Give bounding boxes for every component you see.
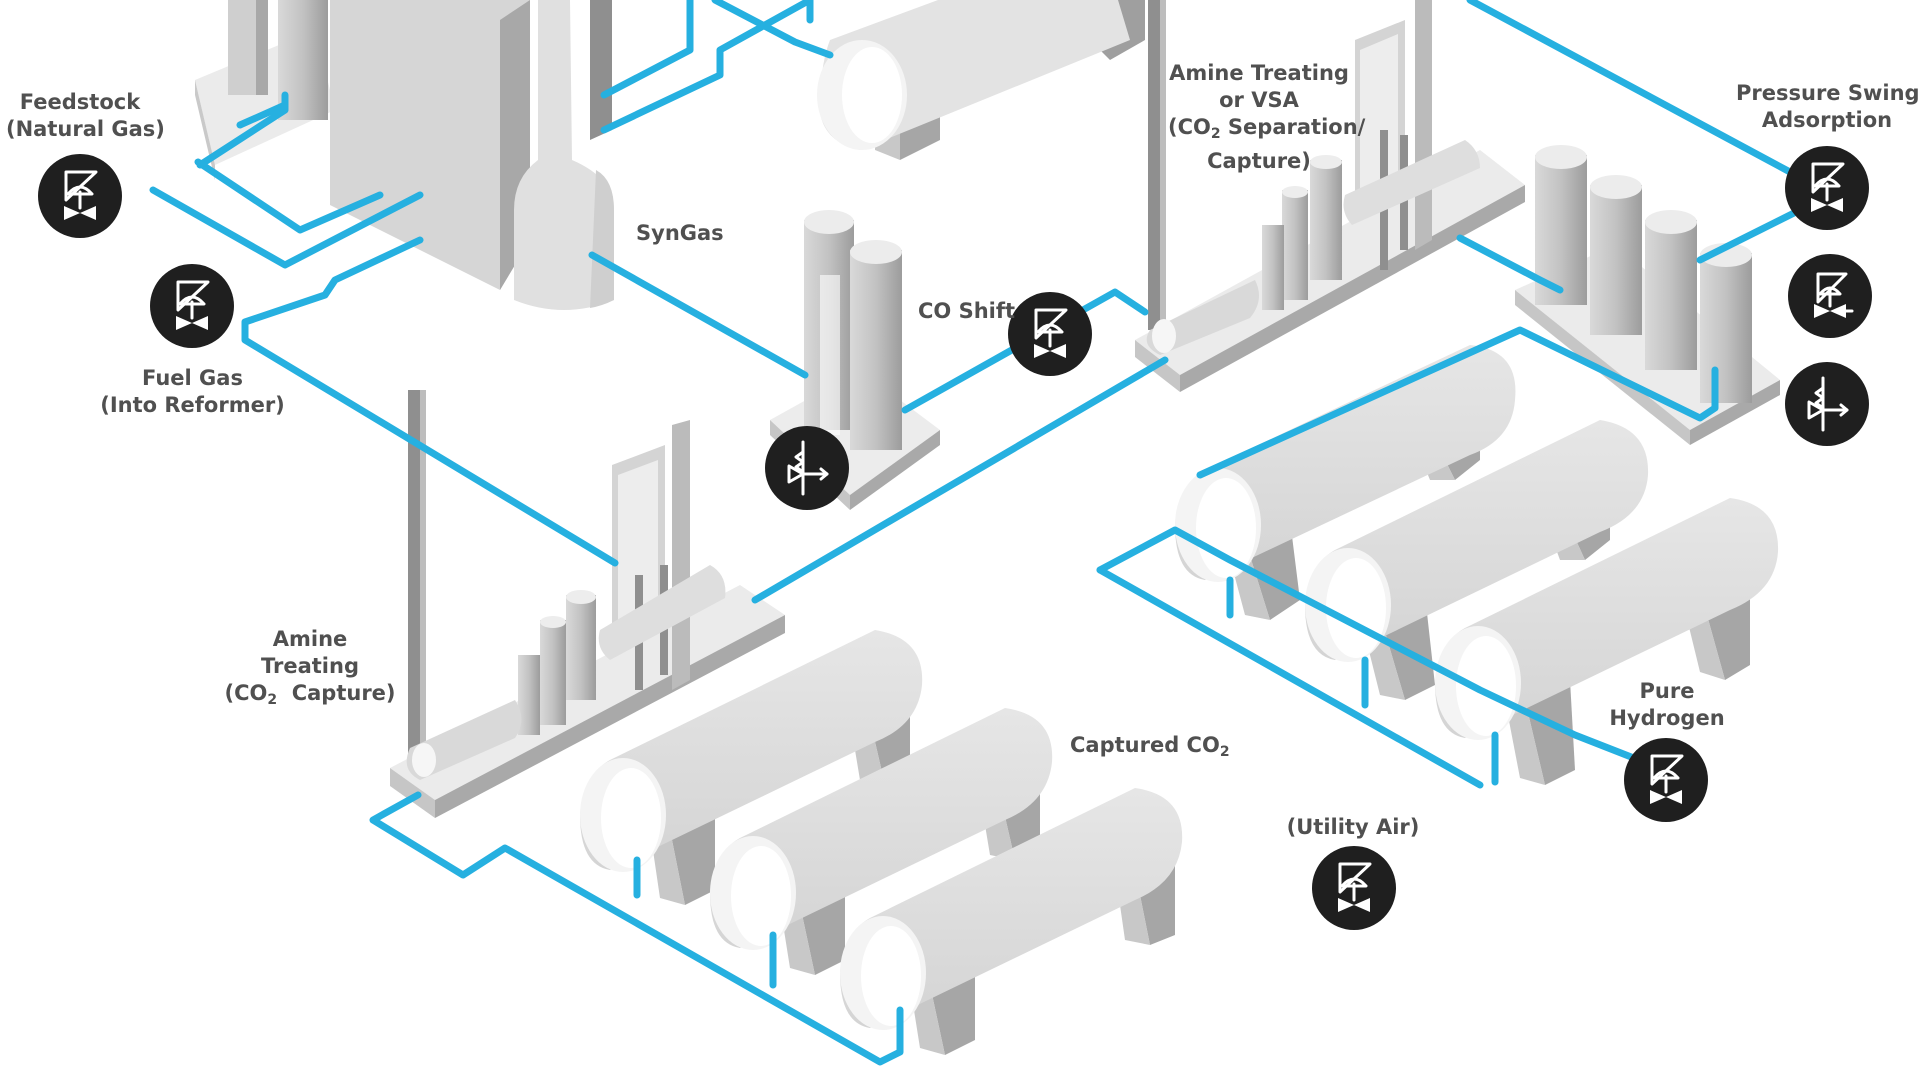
label-amine-vsa-line3: (CO2 Separation/	[1168, 114, 1365, 148]
captured-co2-prefix: Captured CO	[1070, 733, 1220, 757]
label-amine-vsa-line1: Amine Treating	[1169, 61, 1349, 85]
feedstock-skid	[195, 0, 335, 180]
pipe-top-left-2	[600, 0, 694, 99]
psa-regulator-valve-pressure-regulator-icon	[1788, 254, 1872, 338]
pipe-co2-header	[369, 791, 904, 1066]
pipe-psa-link	[1696, 206, 1804, 264]
co2-tank-1	[580, 630, 923, 905]
piping-network	[149, 0, 1804, 1066]
pipe-amine-vsa-to-psa	[1456, 234, 1564, 294]
label-amine-vsa: Amine Treating or VSA (CO2 Separation/ C…	[1168, 60, 1365, 175]
label-psa: Pressure Swing Adsorption	[1736, 80, 1920, 134]
pipe-syngas	[588, 251, 809, 379]
label-syngas: SynGas	[636, 220, 724, 247]
label-amine-vsa-line2: or VSA	[1219, 88, 1299, 112]
psa-control-valve-control-valve-icon	[1785, 146, 1869, 230]
label-syngas-text: SynGas	[636, 221, 724, 245]
co2-tank-2	[710, 708, 1053, 975]
label-pure-hydrogen-line2: Hydrogen	[1609, 706, 1725, 730]
label-pure-hydrogen: Pure Hydrogen	[1596, 678, 1738, 732]
amine-vsa-co2-subscript: 2	[1210, 126, 1221, 142]
hydrogen-storage-tanks	[1175, 345, 1779, 785]
pipe-feedstock	[149, 186, 424, 269]
pipe-co-shift-out	[901, 288, 1149, 414]
label-amine-capture-line3: (CO2 Capture)	[222, 680, 398, 714]
utility-air-valve-control-valve-icon	[1312, 846, 1396, 930]
co-shift-relief-valve-relief-valve-icon	[765, 426, 849, 510]
label-fuel-gas-line2: (Into Reformer)	[100, 393, 285, 417]
feedstock-valve-control-valve-icon	[38, 154, 122, 238]
valve-badges	[38, 146, 1872, 930]
label-pure-hydrogen-line1: Pure	[1639, 679, 1695, 703]
pipe-main-diag	[751, 356, 1169, 604]
pure-hydrogen-valve-control-valve-icon	[1624, 738, 1708, 822]
amine-capture-co2-prefix: (CO	[224, 681, 268, 705]
label-captured-co2-text: Captured CO2	[1070, 732, 1230, 766]
amine-capture-skid	[390, 390, 785, 818]
pipe-psa-h2-out	[1196, 326, 1719, 479]
top-drum	[817, 0, 1145, 160]
label-feedstock-line1: Feedstock	[19, 90, 141, 114]
captured-co2-subscript: 2	[1219, 744, 1230, 760]
label-psa-line1: Pressure Swing	[1736, 81, 1920, 105]
label-co-shift: CO Shift	[918, 298, 1015, 325]
label-fuel-gas: Fuel Gas (Into Reformer)	[100, 365, 285, 419]
fuel-gas-valve-control-valve-icon	[150, 264, 234, 348]
reformer-unit	[330, 0, 614, 310]
hydrogen-tank-3	[1435, 498, 1779, 785]
label-captured-co2: Captured CO2	[1070, 732, 1230, 766]
pipe-hydrogen-header-2	[1096, 566, 1484, 789]
label-co-shift-text: CO Shift	[918, 299, 1016, 323]
pipe-top-drum	[711, 0, 834, 59]
co-shift-valve-control-valve-icon	[1008, 292, 1092, 376]
co2-storage-tanks	[580, 630, 1183, 1055]
pipe-fuel-gas	[241, 236, 619, 567]
label-utility-air: (Utility Air)	[1285, 814, 1421, 841]
psa-relief-valve-relief-valve-icon	[1785, 362, 1869, 446]
label-amine-capture-line2: Treating	[260, 654, 359, 678]
amine-vsa-co2-suffix: Separation/	[1220, 115, 1366, 139]
label-feedstock-line2: (Natural Gas)	[6, 117, 165, 141]
pipe-top-left-1	[600, 0, 814, 134]
label-amine-capture-line1: Amine	[272, 627, 348, 651]
label-utility-air-text: (Utility Air)	[1286, 815, 1420, 839]
label-amine-vsa-line4: Capture)	[1207, 149, 1311, 173]
hydrogen-tank-1	[1175, 345, 1516, 620]
label-psa-line2: Adsorption	[1761, 108, 1893, 132]
label-amine-capture: Amine Treating (CO2 Capture)	[222, 626, 398, 714]
amine-capture-co2-suffix: Capture)	[277, 681, 396, 705]
pipe-feedstock-upper	[194, 158, 384, 234]
co2-tank-3	[840, 788, 1183, 1055]
label-fuel-gas-line1: Fuel Gas	[142, 366, 243, 390]
amine-vsa-skid	[1135, 0, 1525, 392]
label-feedstock: Feedstock (Natural Gas)	[6, 89, 165, 143]
pipe-skid-link	[196, 91, 289, 169]
amine-vsa-co2-prefix: (CO	[1168, 115, 1211, 139]
psa-skid	[1515, 145, 1780, 445]
pipe-skid-link-2	[236, 101, 289, 129]
pipe-top-right	[1466, 0, 1794, 176]
amine-capture-co2-subscript: 2	[267, 692, 278, 708]
